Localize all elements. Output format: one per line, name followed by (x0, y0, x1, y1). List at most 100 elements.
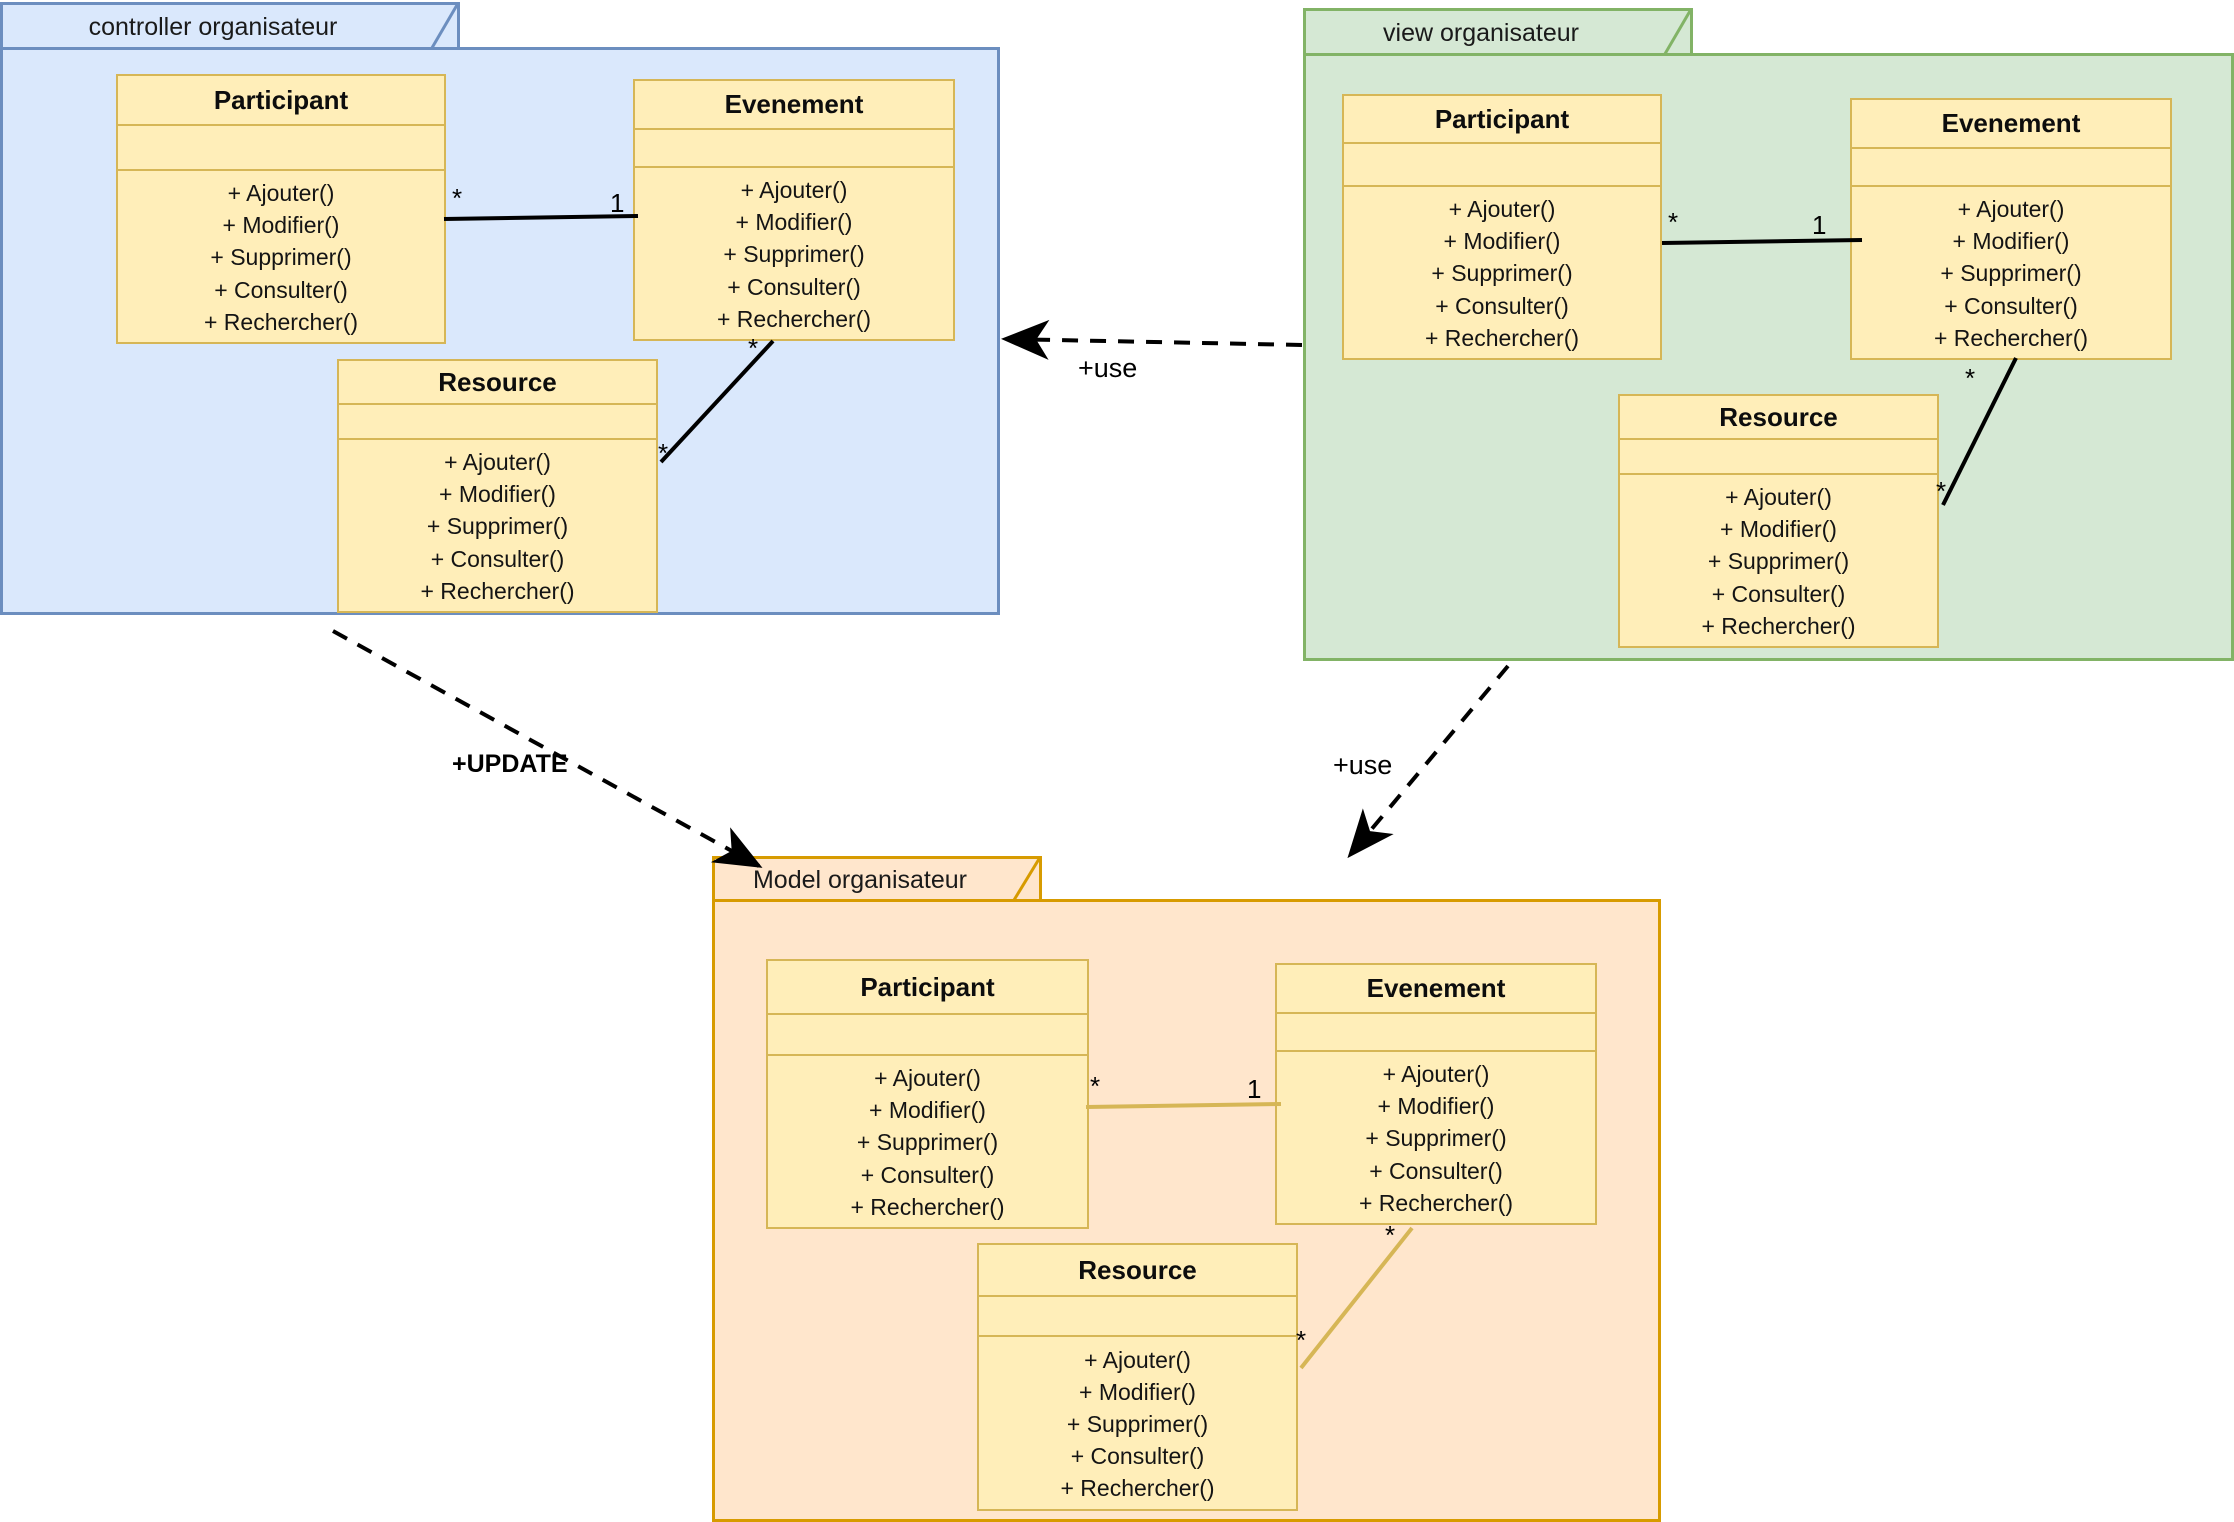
folder-corner-icon (997, 858, 1041, 906)
multiplicity-view-participant: * (1668, 207, 1679, 237)
operation-item: + Rechercher() (850, 1193, 1005, 1220)
package-model-tab: Model organisateur (712, 856, 1042, 906)
package-controller-tab: controller organisateur (0, 2, 460, 54)
operation-item: + Ajouter() (1382, 1061, 1490, 1088)
class-operations-compartment: + Ajouter() + Modifier() + Supprimer() +… (1277, 1052, 1595, 1223)
class-attributes-compartment (768, 1015, 1087, 1057)
multiplicity-view-resource-star: * (1936, 476, 1947, 506)
class-attributes-compartment (979, 1297, 1296, 1337)
class-model-evenement[interactable]: Evenement + Ajouter() + Modifier() + Sup… (1275, 963, 1597, 1225)
class-attributes-compartment (339, 405, 656, 441)
operation-item: + Modifier() (1443, 228, 1561, 255)
class-view-evenement[interactable]: Evenement + Ajouter() + Modifier() + Sup… (1850, 98, 2172, 360)
operation-item: + Consulter() (1711, 580, 1846, 607)
operation-item: + Consulter() (1369, 1157, 1503, 1184)
dependency-label-use-view-model: +use (1333, 750, 1393, 780)
multiplicity-controller-evenement-star: * (748, 333, 759, 363)
operation-item: + Ajouter() (227, 180, 335, 207)
operation-item: + Rechercher() (1933, 324, 2089, 351)
class-controller-participant[interactable]: Participant + Ajouter() + Modifier() + S… (116, 74, 446, 344)
operation-item: + Consulter() (430, 545, 565, 572)
operation-item: + Ajouter() (1448, 196, 1556, 223)
class-operations-compartment: + Ajouter() + Modifier() + Supprimer() +… (635, 168, 953, 339)
operation-item: + Rechercher() (203, 308, 359, 335)
class-name-evenement: Evenement (1852, 100, 2170, 149)
operation-item: + Ajouter() (874, 1065, 981, 1092)
class-view-participant[interactable]: Participant + Ajouter() + Modifier() + S… (1342, 94, 1662, 360)
operation-item: + Ajouter() (1725, 484, 1832, 511)
operation-item: + Ajouter() (740, 177, 848, 204)
dependency-view-to-controller (1001, 319, 1303, 360)
class-attributes-compartment (635, 130, 953, 169)
operation-item: + Supprimer() (1431, 260, 1573, 287)
class-operations-compartment: + Ajouter() + Modifier() + Supprimer() +… (118, 171, 444, 342)
operation-item: + Modifier() (1079, 1378, 1196, 1405)
package-controller-label: controller organisateur (88, 13, 338, 41)
class-operations-compartment: + Ajouter() + Modifier() + Supprimer() +… (1852, 187, 2170, 358)
class-operations-compartment: + Ajouter() + Modifier() + Supprimer() +… (1344, 187, 1660, 358)
class-operations-compartment: + Ajouter() + Modifier() + Supprimer() +… (1620, 475, 1937, 646)
dependency-label-update: +UPDATE (452, 750, 568, 778)
class-name-participant: Participant (768, 961, 1087, 1015)
class-attributes-compartment (1277, 1014, 1595, 1053)
class-model-resource[interactable]: Resource + Ajouter() + Modifier() + Supp… (977, 1243, 1298, 1511)
multiplicity-model-participant: * (1090, 1071, 1101, 1101)
operation-item: + Ajouter() (1957, 196, 2065, 223)
class-view-resource[interactable]: Resource + Ajouter() + Modifier() + Supp… (1618, 394, 1939, 648)
operation-item: + Modifier() (1952, 228, 2070, 255)
class-attributes-compartment (1852, 149, 2170, 188)
operation-item: + Supprimer() (1365, 1125, 1507, 1152)
operation-item: + Rechercher() (1358, 1189, 1514, 1216)
package-view-label: view organisateur (1383, 19, 1579, 47)
class-name-resource: Resource (979, 1245, 1296, 1297)
operation-item: + Modifier() (1377, 1093, 1495, 1120)
class-operations-compartment: + Ajouter() + Modifier() + Supprimer() +… (979, 1337, 1296, 1509)
operation-item: + Modifier() (439, 481, 556, 508)
class-attributes-compartment (1620, 440, 1937, 476)
class-controller-evenement[interactable]: Evenement + Ajouter() + Modifier() + Sup… (633, 79, 955, 341)
operation-item: + Consulter() (1944, 292, 2078, 319)
operation-item: + Consulter() (860, 1161, 995, 1188)
operation-item: + Modifier() (222, 212, 340, 239)
folder-corner-icon (1648, 10, 1692, 60)
class-attributes-compartment (1344, 144, 1660, 188)
package-view-tab: view organisateur (1303, 8, 1693, 60)
operation-item: + Supprimer() (210, 244, 352, 271)
operation-item: + Supprimer() (723, 241, 865, 268)
class-name-participant: Participant (1344, 96, 1660, 145)
operation-item: + Consulter() (727, 273, 861, 300)
operation-item: + Rechercher() (1424, 324, 1580, 351)
class-attributes-compartment (118, 126, 444, 172)
class-model-participant[interactable]: Participant + Ajouter() + Modifier() + S… (766, 959, 1089, 1229)
multiplicity-view-evenement-star: * (1965, 363, 1976, 393)
operation-item: + Supprimer() (1066, 1410, 1209, 1437)
class-controller-resource[interactable]: Resource + Ajouter() + Modifier() + Supp… (337, 359, 658, 613)
class-name-evenement: Evenement (1277, 965, 1595, 1014)
class-operations-compartment: + Ajouter() + Modifier() + Supprimer() +… (339, 440, 656, 611)
multiplicity-model-evenement-star: * (1385, 1220, 1396, 1250)
multiplicity-controller-participant: * (452, 183, 463, 213)
operation-item: + Rechercher() (1060, 1475, 1215, 1502)
class-name-evenement: Evenement (635, 81, 953, 130)
operation-item: + Supprimer() (426, 513, 569, 540)
multiplicity-model-evenement: 1 (1247, 1074, 1262, 1104)
operation-item: + Ajouter() (1084, 1346, 1191, 1373)
class-operations-compartment: + Ajouter() + Modifier() + Supprimer() +… (768, 1056, 1087, 1227)
package-model-label: Model organisateur (752, 866, 967, 894)
operation-item: + Rechercher() (716, 305, 872, 332)
operation-item: + Consulter() (214, 276, 348, 303)
operation-item: + Modifier() (1720, 516, 1837, 543)
multiplicity-view-evenement: 1 (1812, 210, 1827, 240)
operation-item: + Supprimer() (1707, 548, 1850, 575)
operation-item: + Modifier() (869, 1097, 986, 1124)
class-name-resource: Resource (1620, 396, 1937, 440)
operation-item: + Modifier() (735, 209, 853, 236)
multiplicity-controller-resource-star: * (658, 438, 669, 468)
dependency-controller-to-model (332, 629, 763, 868)
class-name-participant: Participant (118, 76, 444, 127)
operation-item: + Supprimer() (856, 1129, 999, 1156)
operation-item: + Consulter() (1435, 292, 1569, 319)
multiplicity-controller-evenement: 1 (610, 188, 625, 218)
folder-corner-icon (415, 4, 459, 54)
operation-item: + Rechercher() (1701, 612, 1856, 639)
